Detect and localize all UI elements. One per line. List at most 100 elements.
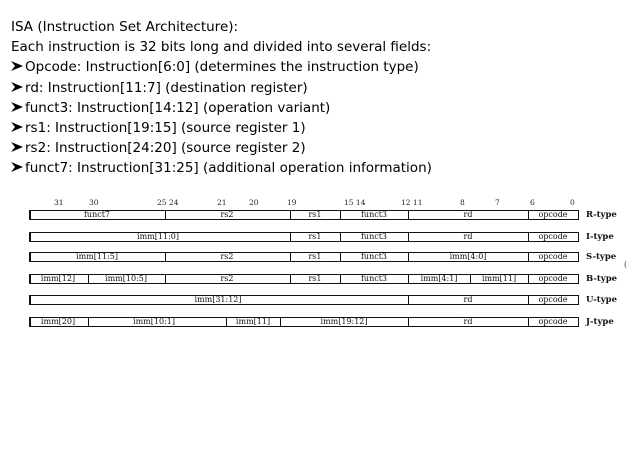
bit-position-label: 30 xyxy=(89,198,99,207)
field-label: imm[19:12] xyxy=(320,317,368,326)
field-label: rs1 xyxy=(308,232,322,241)
field-label: rs2 xyxy=(220,252,234,261)
arrowhead-bullet-icon xyxy=(11,57,25,77)
bit-position-label: 19 xyxy=(287,198,297,207)
bit-position-label: 0 xyxy=(570,198,575,207)
bullet-item: rs1: Instruction[19:15] (source register… xyxy=(11,118,631,138)
field-label: funct3 xyxy=(360,274,388,283)
bit-position-label: 7 xyxy=(495,198,500,207)
field-divider xyxy=(88,317,90,327)
bit-position-label: 6 xyxy=(530,198,535,207)
bullet-description: : Instruction[24:20] (source register 2) xyxy=(46,140,306,157)
bullet-item: rd: Instruction[11:7] (destination regis… xyxy=(11,78,631,98)
field-label: imm[31:12] xyxy=(194,295,242,304)
bullet-field-name: funct3 xyxy=(25,99,69,116)
field-label: opcode xyxy=(538,274,568,283)
bullet-field-name: rs1 xyxy=(25,120,47,137)
field-divider xyxy=(408,295,410,305)
format-type-label: B-type xyxy=(586,274,618,284)
bullet-description: : Instruction[6:0] (determines the instr… xyxy=(76,59,419,76)
field-label: imm[11] xyxy=(481,274,517,283)
field-frame xyxy=(29,210,579,220)
edge-mark: ( xyxy=(624,260,628,269)
arrowhead-bullet-icon xyxy=(11,138,25,158)
field-divider xyxy=(290,210,292,220)
bullet-item: funct7: Instruction[31:25] (additional o… xyxy=(11,158,631,178)
field-divider xyxy=(165,252,167,262)
field-label: rs2 xyxy=(220,210,234,219)
field-label: imm[4:1] xyxy=(420,274,458,283)
field-label: opcode xyxy=(538,232,568,241)
field-divider xyxy=(408,252,410,262)
field-frame xyxy=(29,295,579,305)
field-divider xyxy=(340,274,342,284)
field-label: imm[11] xyxy=(235,317,271,326)
field-frame xyxy=(29,274,579,284)
bit-position-label: 25 24 xyxy=(157,198,179,207)
field-label: opcode xyxy=(538,317,568,326)
field-label: imm[11:5] xyxy=(76,252,118,261)
field-label: rs1 xyxy=(308,252,322,261)
field-label: rs1 xyxy=(308,210,322,219)
field-label: funct3 xyxy=(360,232,388,241)
field-divider xyxy=(528,317,530,327)
field-label: rd xyxy=(463,232,473,241)
field-divider xyxy=(340,232,342,242)
format-row-j-type: imm[20] imm[10:1] imm[11] imm[19:12] rd opcod… xyxy=(0,315,638,329)
bullet-description: : Instruction[31:25] (additional operati… xyxy=(68,160,432,177)
bit-position-label: 31 xyxy=(54,198,64,207)
field-divider xyxy=(165,210,167,220)
field-divider xyxy=(226,317,228,327)
bit-position-label: 15 14 xyxy=(344,198,366,207)
bullet-field-name: funct7 xyxy=(25,160,69,177)
field-label: rd xyxy=(463,317,473,326)
bullet-item: Opcode: Instruction[6:0] (determines the… xyxy=(11,57,631,77)
intro-text: Each instruction is 32 bits long and div… xyxy=(11,39,432,56)
bit-position-label: 12 11 xyxy=(401,198,423,207)
field-divider xyxy=(528,232,530,242)
bit-position-label: 8 xyxy=(460,198,465,207)
format-type-label: R-type xyxy=(586,210,617,220)
text-block: ISA (Instruction Set Architecture): Each… xyxy=(11,17,631,179)
arrowhead-bullet-icon xyxy=(11,158,25,178)
bullet-field-name: Opcode xyxy=(25,59,77,76)
field-label: imm[4:0] xyxy=(449,252,487,261)
field-label: rs2 xyxy=(220,274,234,283)
field-label: funct3 xyxy=(360,252,388,261)
field-label: opcode xyxy=(538,252,568,261)
field-divider xyxy=(528,210,530,220)
field-divider xyxy=(528,295,530,305)
field-divider xyxy=(408,274,410,284)
format-type-label: J-type xyxy=(586,317,614,327)
field-divider xyxy=(408,317,410,327)
bullet-item: rs2: Instruction[24:20] (source register… xyxy=(11,138,631,158)
arrowhead-bullet-icon xyxy=(11,78,25,98)
bullet-field-name: rd xyxy=(25,79,39,96)
field-divider xyxy=(340,252,342,262)
field-divider xyxy=(280,317,282,327)
field-divider xyxy=(528,252,530,262)
field-divider xyxy=(165,274,167,284)
bullet-description: : Instruction[14:12] (operation variant) xyxy=(68,99,331,116)
field-label: funct7 xyxy=(83,210,111,219)
field-divider xyxy=(528,274,530,284)
field-label: imm[11:0] xyxy=(137,232,179,241)
field-divider xyxy=(290,232,292,242)
field-label: imm[10:1] xyxy=(133,317,175,326)
field-divider xyxy=(470,274,472,284)
bullet-field-name: rs2 xyxy=(25,140,47,157)
field-label: imm[12] xyxy=(40,274,76,283)
bit-position-label: 20 xyxy=(249,198,259,207)
field-label: imm[20] xyxy=(40,317,76,326)
format-type-label: S-type xyxy=(586,252,617,262)
arrowhead-bullet-icon xyxy=(11,118,25,138)
field-label: rd xyxy=(463,295,473,304)
heading: ISA (Instruction Set Architecture): xyxy=(11,19,239,35)
field-divider xyxy=(408,210,410,220)
bullet-item: funct3: Instruction[14:12] (operation va… xyxy=(11,98,631,118)
